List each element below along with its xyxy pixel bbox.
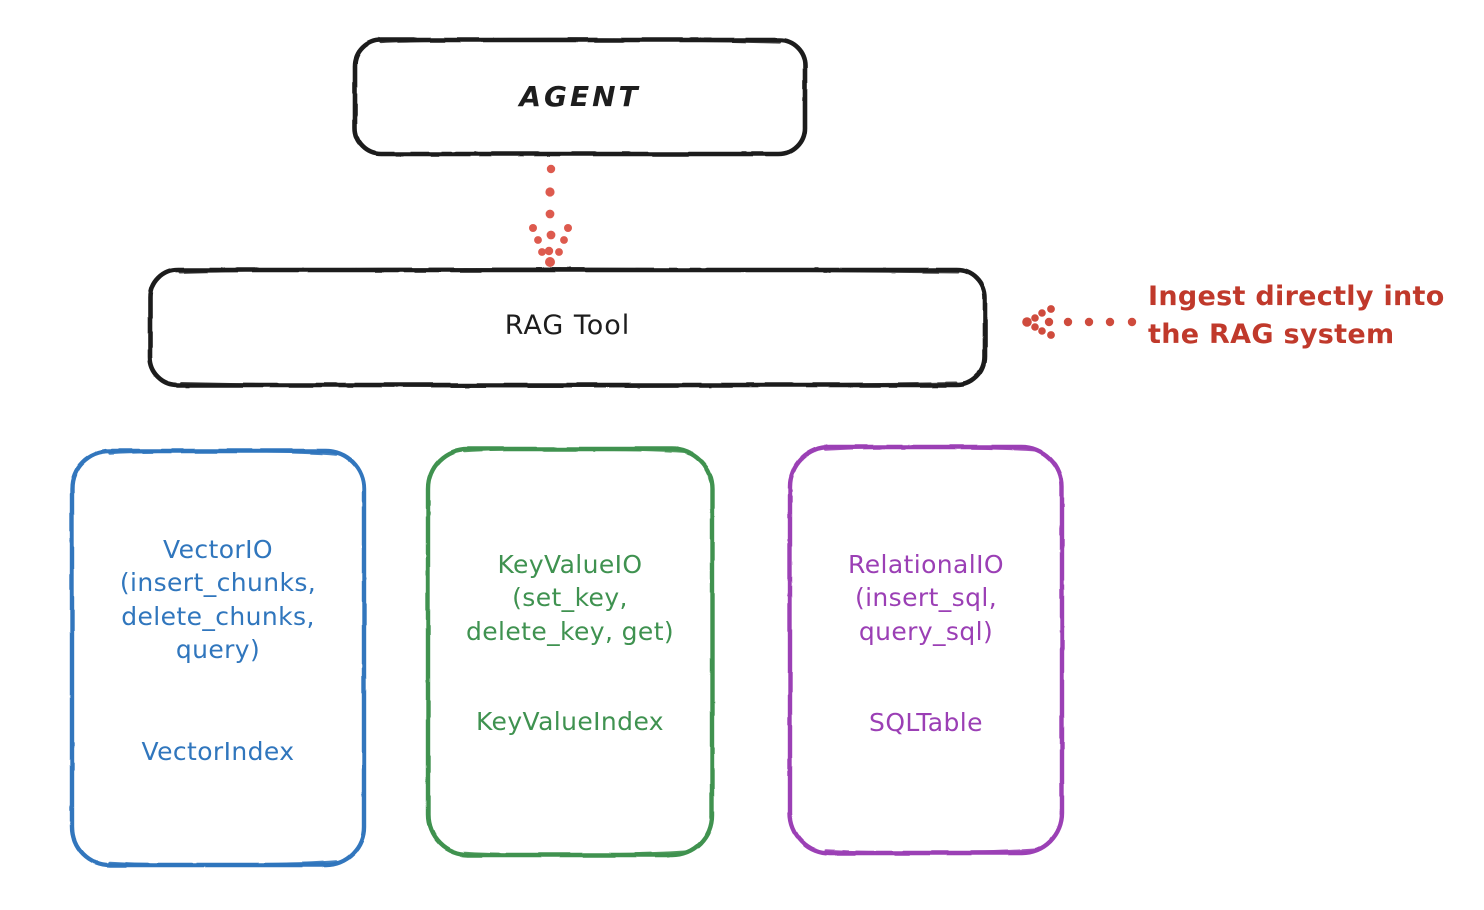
ingest-annotation-arrow xyxy=(1022,305,1137,339)
vector-io-node-shape xyxy=(69,448,367,868)
rag-tool-node-shape xyxy=(147,267,988,388)
ingest-annotation-label: Ingest directly into the RAG system xyxy=(1148,281,1445,350)
relational-io-node-shape xyxy=(787,444,1065,856)
agent-to-rag-arrow xyxy=(529,164,572,267)
agent-node-shape xyxy=(352,37,808,157)
key-value-io-node-shape xyxy=(425,446,715,858)
